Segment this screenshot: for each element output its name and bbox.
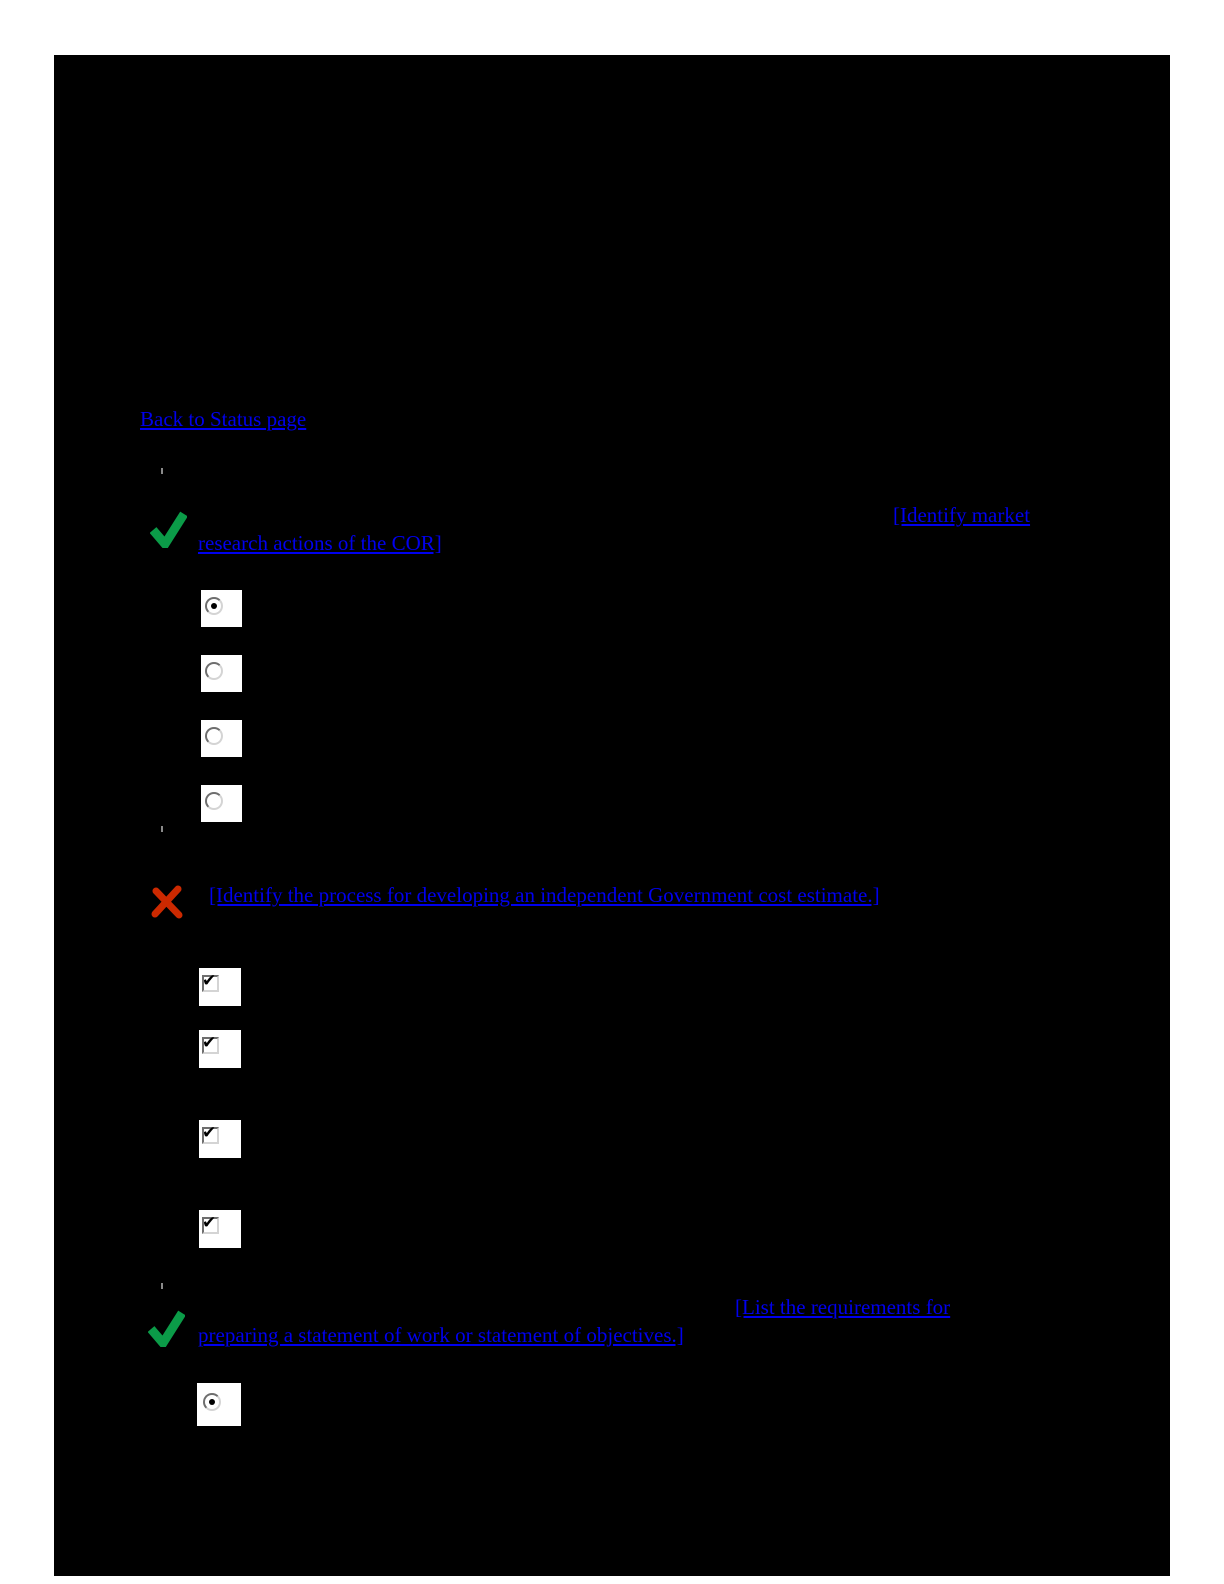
radio-input[interactable] [203, 1393, 221, 1411]
correct-check-icon [149, 511, 188, 553]
text-fragment-mark [161, 826, 163, 832]
radio-input[interactable] [205, 727, 223, 745]
checkbox-option: ✔ [199, 1120, 241, 1158]
checkbox-option: ✔ [199, 1030, 241, 1068]
question-link-line1[interactable]: [Identify market [893, 503, 1031, 527]
radio-dot [209, 1399, 215, 1405]
checkbox-input[interactable]: ✔ [202, 971, 219, 992]
radio-input[interactable] [205, 597, 223, 615]
checkbox-input[interactable]: ✔ [202, 1213, 219, 1234]
question-link-line1[interactable]: [Identify the process for developing an … [209, 883, 880, 907]
checkmark-icon: ✔ [202, 1213, 217, 1233]
question-link-line2[interactable]: preparing a statement of work or stateme… [198, 1323, 684, 1347]
text-fragment-mark [161, 468, 163, 474]
radio-option [201, 655, 242, 692]
radio-input[interactable] [205, 792, 223, 810]
radio-option [197, 1383, 241, 1426]
checkmark-icon: ✔ [202, 971, 217, 991]
question-link-line2[interactable]: research actions of the COR] [198, 531, 442, 555]
question-link-line1[interactable]: [List the requirements for [735, 1295, 951, 1319]
checkbox-input[interactable]: ✔ [202, 1033, 219, 1054]
checkbox-input[interactable]: ✔ [202, 1123, 219, 1144]
radio-input[interactable] [205, 662, 223, 680]
incorrect-x-icon [151, 885, 184, 924]
checkmark-icon: ✔ [202, 1123, 217, 1143]
checkmark-icon: ✔ [202, 1033, 217, 1053]
radio-option [201, 720, 242, 757]
text-fragment-mark [161, 1283, 163, 1289]
back-to-status-link[interactable]: Back to Status page [140, 407, 307, 431]
radio-option [201, 785, 242, 822]
correct-check-icon [147, 1310, 186, 1352]
checkbox-option: ✔ [199, 1210, 241, 1248]
radio-dot [211, 603, 217, 609]
checkbox-option: ✔ [199, 968, 241, 1006]
radio-option [201, 590, 242, 627]
